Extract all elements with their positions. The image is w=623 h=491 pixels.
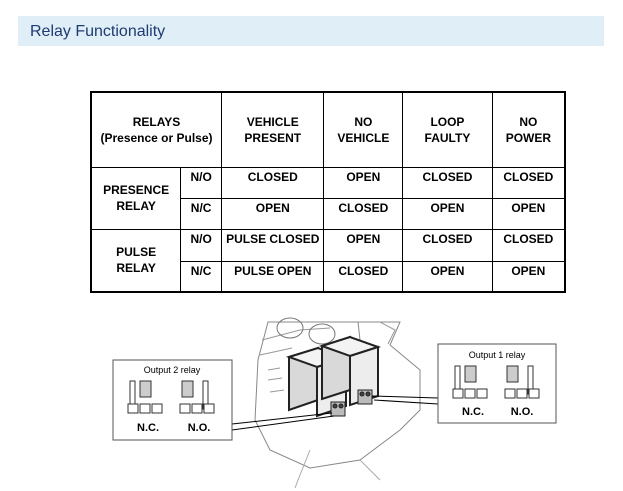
output-1-relay-box: Output 1 relay N.C. N.O. <box>437 343 557 424</box>
relay-block-right <box>318 335 382 407</box>
relay-jumper-diagram: Output 2 relay N.C. N.O. Output 1 relay … <box>112 317 557 489</box>
state-cell: PULSE OPEN <box>221 260 325 293</box>
header-vehicle-present: VEHICLE PRESENT <box>221 91 325 168</box>
output-1-no-label: N.O. <box>511 406 534 418</box>
board-jumper-pins <box>330 389 373 417</box>
state-cell: CLOSED <box>221 166 325 199</box>
state-cell: OPEN <box>491 197 566 230</box>
group-pulse-relay: PULSE RELAY <box>90 228 182 293</box>
table-row: PRESENCE RELAY N/O CLOSED OPEN CLOSED CL… <box>90 166 566 230</box>
state-cell: OPEN <box>491 260 566 293</box>
state-cell: CLOSED <box>491 228 566 262</box>
section-header: Relay Functionality <box>18 16 604 46</box>
state-cell: CLOSED <box>323 197 404 230</box>
jumper-no-icon <box>179 380 215 414</box>
output-1-nc-label: N.C. <box>462 406 484 418</box>
jumper-nc-icon <box>452 365 488 399</box>
table-row: PULSE RELAY N/O PULSE CLOSED OPEN CLOSED… <box>90 228 566 293</box>
output-2-title: Output 2 relay <box>144 365 201 375</box>
state-cell: OPEN <box>323 166 404 199</box>
contact-label: N/O <box>180 228 223 262</box>
table-row: N/C PULSE OPEN CLOSED OPEN OPEN <box>91 260 566 293</box>
header-no-power: NO POWER <box>491 91 566 168</box>
output-2-relay-box: Output 2 relay N.C. N.O. <box>112 359 233 441</box>
state-cell: CLOSED <box>491 166 566 199</box>
state-cell: CLOSED <box>402 228 493 262</box>
circuit-board-illustration <box>254 317 421 489</box>
output-1-title: Output 1 relay <box>469 350 526 360</box>
header-relays: RELAYS (Presence or Pulse) <box>90 91 223 168</box>
contact-label: N/C <box>180 260 223 293</box>
state-cell: OPEN <box>402 260 493 293</box>
state-cell: CLOSED <box>323 260 404 293</box>
contact-label: N/C <box>180 197 223 230</box>
table-header-row: RELAYS (Presence or Pulse) VEHICLE PRESE… <box>90 91 566 168</box>
relay-functionality-table: RELAYS (Presence or Pulse) VEHICLE PRESE… <box>90 91 566 293</box>
state-cell: CLOSED <box>402 166 493 199</box>
group-presence-relay: PRESENCE RELAY <box>90 166 182 230</box>
section-title: Relay Functionality <box>30 23 166 40</box>
state-cell: OPEN <box>323 228 404 262</box>
state-cell: PULSE CLOSED <box>221 228 325 262</box>
table-row: N/C OPEN CLOSED OPEN OPEN <box>91 197 566 230</box>
state-cell: OPEN <box>402 197 493 230</box>
state-cell: OPEN <box>221 197 325 230</box>
header-no-vehicle: NO VEHICLE <box>323 91 404 168</box>
jumper-nc-icon <box>127 380 163 414</box>
jumper-no-icon <box>504 365 540 399</box>
output-2-nc-label: N.C. <box>137 422 159 434</box>
output-2-no-label: N.O. <box>188 422 211 434</box>
header-loop-faulty: LOOP FAULTY <box>402 91 493 168</box>
contact-label: N/O <box>180 166 223 199</box>
